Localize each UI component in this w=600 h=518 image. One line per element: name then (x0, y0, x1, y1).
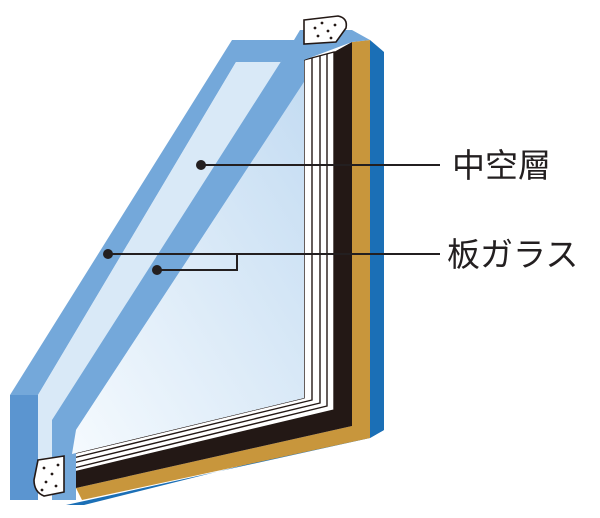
leader-line-glass-front (157, 254, 238, 271)
label-glass-pane: 板ガラス (447, 235, 578, 274)
outer-glass-left-edge (10, 395, 38, 500)
bottom-cap-body (33, 455, 65, 497)
glass-edge-right (370, 40, 384, 438)
top-cap-body (303, 15, 348, 45)
leader-dot-glass-back (103, 249, 113, 259)
front-glass-pane (52, 60, 304, 500)
spacer-strip-line-2 (72, 56, 321, 464)
spacer-strip-line-1 (72, 58, 313, 459)
bottom-spacer-cap (33, 455, 65, 497)
leader-dot-air-layer (196, 160, 206, 170)
leader-lines (108, 164, 440, 271)
leader-dot-glass-front (152, 265, 162, 275)
front-glass-inner-face (72, 82, 304, 454)
label-air-layer: 中空層 (452, 146, 551, 185)
top-spacer-cap (303, 15, 348, 45)
front-glass-edge-band (52, 60, 304, 500)
spacer-strip-line-3 (73, 54, 328, 469)
